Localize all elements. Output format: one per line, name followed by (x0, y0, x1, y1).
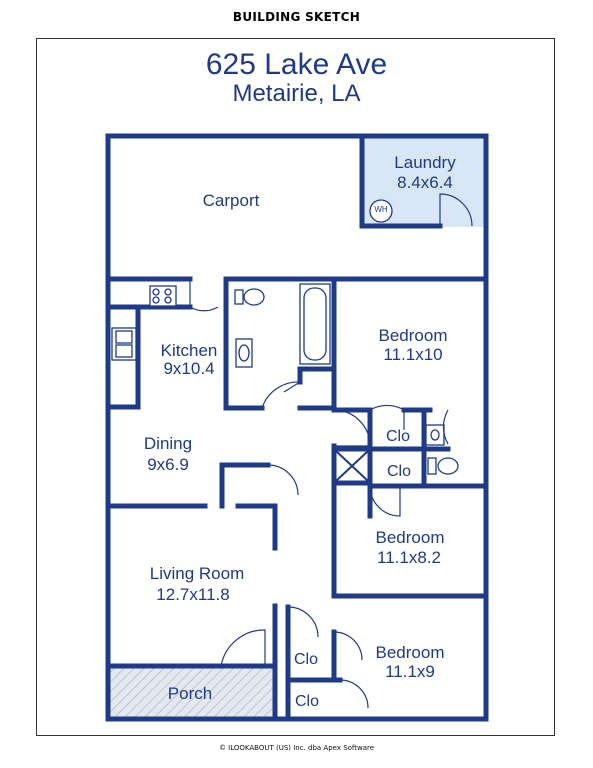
carport-label: Carport (202, 191, 260, 210)
closet-label: Clo (385, 428, 411, 445)
linen-closet (331, 446, 373, 486)
closet1-door-swing (369, 404, 405, 430)
water-heater-label: WH (374, 205, 388, 214)
hall-door-swing (267, 464, 299, 496)
sketch-header: BUILDING SKETCH (232, 10, 361, 24)
page-frame (36, 38, 555, 736)
dining-label: Dining (143, 434, 193, 453)
kitchen-dims: 9x10.4 (163, 359, 215, 378)
bedroom1-door-swing (333, 409, 371, 447)
kitchen-door-swing (189, 279, 219, 312)
front-door-swing (220, 629, 266, 667)
toilet-icon (234, 289, 244, 305)
bedroom2-label: Bedroom (375, 528, 445, 547)
bedroom3-dims: 11.1x9 (385, 662, 435, 681)
laundry-dims: 8.4x6.4 (397, 173, 453, 192)
bedroom1-label: Bedroom (378, 326, 448, 345)
water-heater-icon (369, 199, 393, 223)
address-street: 625 Lake Ave (205, 48, 388, 81)
closet-label: Clo (293, 651, 319, 668)
closet2-door-swing (369, 485, 401, 517)
bath2-door-swing (442, 409, 449, 445)
kitchen-label: Kitchen (160, 341, 218, 360)
stove-icon (149, 285, 177, 307)
living-room-dims: 12.7x11.8 (156, 585, 230, 604)
bedroom3-label: Bedroom (375, 643, 445, 662)
bedroom1-dims: 11.1x10 (383, 345, 443, 364)
dining-dims: 9x6.9 (147, 455, 189, 474)
living-room-label: Living Room (149, 564, 245, 583)
closet-label: Clo (294, 693, 320, 710)
laundry-label: Laundry (394, 153, 456, 172)
closet-label: Clo (386, 463, 412, 480)
porch-fill (108, 666, 275, 719)
closet3-door-swing (333, 631, 363, 661)
address-city: Metairie, LA (232, 80, 361, 107)
copyright-footer: © ILOOKABOUT (US) Inc. dba Apex Software (218, 744, 375, 752)
laundry-door-swing (439, 193, 473, 227)
toilet2-icon (427, 457, 437, 475)
bath-door-swing (261, 381, 301, 409)
bedroom3-door-swing (287, 606, 319, 638)
bedroom2-dims: 11.1x8.2 (377, 548, 441, 567)
porch-label: Porch (167, 684, 213, 703)
closet4-door-swing (339, 679, 369, 709)
